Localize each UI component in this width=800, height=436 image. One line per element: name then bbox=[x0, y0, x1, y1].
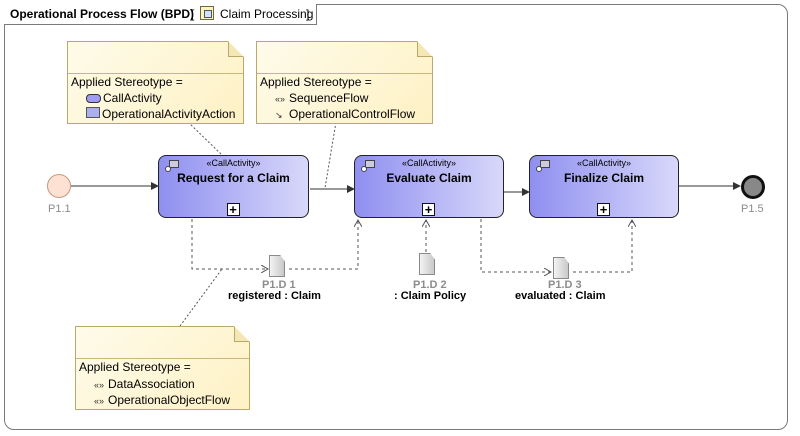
data-object-id: P1.D 2 bbox=[413, 279, 447, 291]
end-event-label: P1.5 bbox=[741, 203, 764, 215]
data-object-icon[interactable] bbox=[269, 255, 285, 277]
context-bracket-close: ] bbox=[306, 7, 310, 21]
note-item: «»SequenceFlow bbox=[275, 91, 368, 105]
note-anchor-1 bbox=[187, 121, 223, 156]
operational-control-flow-icon: ↘ bbox=[275, 110, 283, 120]
expand-subprocess-icon[interactable]: + bbox=[226, 203, 240, 216]
activity-stereotype: «CallActivity» bbox=[401, 158, 457, 168]
data-assoc-request-to-d1[interactable] bbox=[191, 219, 268, 269]
note-item: ↘ OperationalControlFlow bbox=[275, 107, 415, 121]
data-object-id: P1.D 1 bbox=[262, 279, 296, 291]
context-diagram-icon bbox=[200, 6, 214, 20]
end-event[interactable] bbox=[741, 175, 765, 199]
note-item: CallActivity bbox=[86, 91, 162, 105]
note-fold-corner bbox=[234, 326, 250, 342]
note-item: «»DataAssociation bbox=[94, 377, 195, 391]
operational-activity-action-icon bbox=[361, 160, 375, 172]
note-heading: Applied Stereotype = bbox=[79, 360, 191, 374]
data-assoc-evaluate-to-d3[interactable] bbox=[480, 219, 551, 272]
operational-activity-action-icon bbox=[536, 160, 550, 172]
context-name[interactable]: Claim Processing bbox=[220, 7, 314, 21]
activity-stereotype: «CallActivity» bbox=[206, 158, 261, 168]
call-activity-icon bbox=[86, 94, 101, 104]
stereotype-note-data-association[interactable]: Applied Stereotype = «»DataAssociation «… bbox=[75, 326, 250, 410]
data-object-id: P1.D 3 bbox=[548, 279, 582, 291]
note-anchor-3 bbox=[179, 268, 223, 327]
context-bracket-open: [ bbox=[191, 7, 195, 21]
note-divider bbox=[257, 73, 432, 74]
note-divider bbox=[68, 73, 243, 74]
note-item: «»OperationalObjectFlow bbox=[94, 393, 230, 407]
activity-evaluate-claim[interactable]: «CallActivity» Evaluate Claim + bbox=[354, 155, 504, 218]
data-assoc-d1-to-evaluate[interactable] bbox=[289, 220, 358, 270]
stereotype-note-sequence-flow[interactable]: Applied Stereotype = «»SequenceFlow ↘ Ope… bbox=[256, 41, 433, 124]
note-item: OperationalActivityAction bbox=[86, 107, 235, 121]
note-anchor-2 bbox=[324, 121, 337, 189]
note-item-label: CallActivity bbox=[103, 91, 162, 105]
note-item-label: OperationalControlFlow bbox=[289, 107, 416, 121]
data-object-name: : Claim Policy bbox=[394, 290, 467, 302]
operational-activity-action-icon bbox=[86, 107, 100, 119]
activity-finalize-claim[interactable]: «CallActivity» Finalize Claim + bbox=[529, 155, 679, 218]
data-assoc-d3-to-finalize[interactable] bbox=[573, 220, 632, 273]
operational-activity-action-icon bbox=[165, 160, 179, 172]
sequence-flow-icon: «» bbox=[275, 94, 286, 104]
expand-subprocess-icon[interactable]: + bbox=[422, 203, 435, 216]
note-item-label: SequenceFlow bbox=[289, 91, 369, 105]
expand-subprocess-icon[interactable]: + bbox=[597, 203, 610, 216]
note-divider bbox=[76, 358, 249, 359]
diagram-title: Operational Process Flow (BPD) bbox=[10, 7, 195, 21]
data-association-icon: «» bbox=[94, 380, 105, 390]
activity-name: Request for a Claim bbox=[177, 171, 290, 185]
data-object-name: evaluated : Claim bbox=[515, 290, 606, 302]
activity-stereotype: «CallActivity» bbox=[576, 158, 632, 168]
note-heading: Applied Stereotype = bbox=[71, 75, 183, 89]
note-item-label: OperationalObjectFlow bbox=[108, 393, 231, 407]
diagram-header: Operational Process Flow (BPD) [ Claim P… bbox=[4, 4, 317, 25]
note-heading: Applied Stereotype = bbox=[260, 75, 372, 89]
activity-name: Finalize Claim bbox=[563, 171, 645, 185]
note-fold-corner bbox=[417, 41, 433, 57]
data-object-icon[interactable] bbox=[553, 257, 569, 279]
operational-object-flow-icon: «» bbox=[94, 396, 105, 406]
data-object-name: registered : Claim bbox=[228, 290, 321, 302]
activity-request-for-a-claim[interactable]: «CallActivity» Request for a Claim + bbox=[158, 155, 309, 218]
note-item-label: OperationalActivityAction bbox=[102, 107, 236, 121]
note-fold-corner bbox=[228, 41, 244, 57]
note-item-label: DataAssociation bbox=[108, 377, 195, 391]
start-event[interactable] bbox=[47, 174, 71, 198]
activity-name: Evaluate Claim bbox=[386, 171, 472, 185]
start-event-label: P1.1 bbox=[48, 203, 71, 215]
data-object-icon[interactable] bbox=[419, 253, 435, 275]
stereotype-note-call-activity[interactable]: Applied Stereotype = CallActivity Operat… bbox=[67, 41, 244, 124]
